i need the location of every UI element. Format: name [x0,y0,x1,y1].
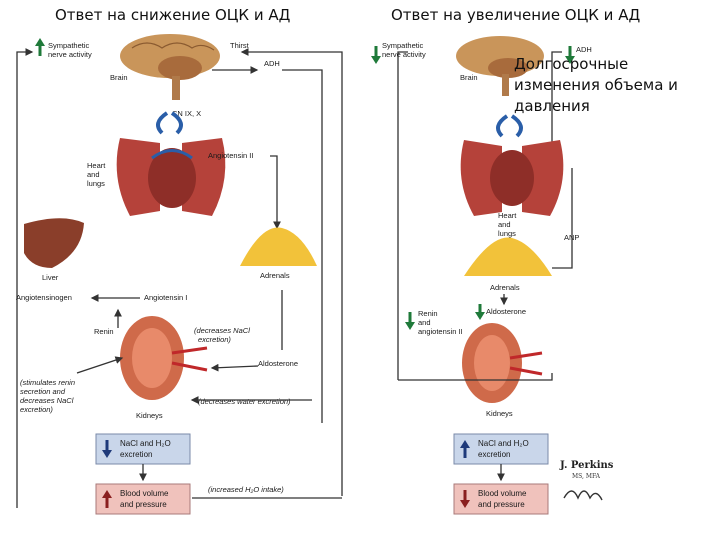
heart-lungs-icon [116,111,226,216]
anp-line [552,168,573,269]
arrow-down-icon [565,46,575,64]
right-blood-2: and pressure [478,500,525,509]
decreases-nacl-1: (decreases NaCl [194,326,250,335]
left-heart-label-1: Heart [87,161,106,170]
adh-line [282,69,323,423]
heart-lungs-icon [460,114,564,216]
long-term-note: Долгосрочные изменения объема и давления [514,55,678,115]
stimulates-2: secretion and [20,387,66,396]
decreases-water: (decreases water excretion) [198,397,291,406]
kidney-icon [462,323,543,403]
left-aldosterone-label: Aldosterone [258,359,298,368]
kidney-icon [120,316,208,400]
arrow-down-icon [460,490,470,508]
right-bottom-loop [398,373,553,381]
right-heart-1: Heart [498,211,517,220]
right-diagram-panel: Sympathetic nerve activity ADH Brain Hea… [352,28,614,516]
left-nacl-box [95,433,191,465]
signature-scribble-icon [563,490,603,501]
left-adh-label: ADH [264,59,280,68]
header-right: Ответ на увеличение ОЦК и АД [385,4,675,28]
right-blood-box [453,483,549,515]
adrenal-gland-icon [464,237,552,276]
cn-label: CN IX, X [172,109,201,118]
stimulates-4: excretion) [20,405,53,414]
arrow-up-icon [35,38,45,56]
liver-icon [24,218,84,268]
right-nacl-2: excretion [478,450,510,459]
decreases-nacl-2: excretion) [198,335,231,344]
thirst-line [240,48,343,496]
arrow-up-icon [102,490,112,508]
right-renin-1: Renin [418,309,438,318]
right-brain-label: Brain [460,73,478,82]
left-nacl-1: NaCl and H₂O [120,439,171,448]
left-nacl-2: excretion [120,450,152,459]
right-feedback-line [397,51,408,380]
thirst-label: Thirst [230,41,250,50]
left-kidneys-label: Kidneys [136,411,163,420]
left-blood-2: and pressure [120,500,167,509]
aldo-to-kidney [210,363,259,372]
left-renin-label: Renin [94,327,114,336]
right-renin-2: and [418,318,431,327]
right-adh-label: ADH [576,45,592,54]
right-heart-3: lungs [498,229,516,238]
brain-icon [120,34,220,100]
right-renin-3: angiotensin II [418,327,463,336]
signature-sub: MS, MFA [572,473,601,480]
right-blood-1: Blood volume [478,489,527,498]
stimulates-3: decreases NaCl [20,396,74,405]
arrow-up-icon [460,440,470,458]
left-adrenals-label: Adrenals [260,271,290,280]
right-adh-line [551,51,562,168]
arrow-down-icon [405,312,415,330]
stimulates-arrow [76,356,124,374]
right-sympathetic-2: nerve activity [382,50,426,59]
right-heart-2: and [498,220,511,229]
right-nacl-1: NaCl and H₂O [478,439,529,448]
angiotensin-i-label: Angiotensin I [144,293,187,302]
left-sympathetic-label-1: Sympathetic [48,41,90,50]
left-angiotensin-ii-label: Angiotensin II [208,151,253,160]
ang2-to-adrenal-line [270,155,281,230]
stimulates-1: (stimulates renin [20,378,75,387]
right-aldosterone-label: Aldosterone [486,307,526,316]
left-sympathetic-label-2: nerve activity [48,50,92,59]
left-heart-label-2: and [87,170,100,179]
arrow-down-icon [102,440,112,458]
signature: J. Perkins [559,460,614,471]
right-adrenals-label: Adrenals [490,283,520,292]
left-heart-label-3: lungs [87,179,105,188]
adrenal-gland-icon [240,227,317,266]
header-left: Ответ на снижение ОЦК и АД [47,4,325,28]
brain-icon [456,36,544,96]
arrow-down-icon [371,46,381,64]
arrow-down-icon [475,304,485,320]
liver-label: Liver [42,273,59,282]
left-blood-box [95,483,191,515]
left-feedback-line [16,48,34,508]
anp-label: ANP [564,233,579,242]
left-brain-label: Brain [110,73,128,82]
right-sympathetic-1: Sympathetic [382,41,424,50]
left-blood-1: Blood volume [120,489,169,498]
left-diagram-panel: Sympathetic nerve activity Thirst ADH Br… [12,28,352,516]
right-nacl-box [453,433,549,465]
angiotensinogen-label: Angiotensinogen [16,293,72,302]
increased-intake: (increased H₂O intake) [208,485,284,494]
right-kidneys-label: Kidneys [486,409,513,418]
